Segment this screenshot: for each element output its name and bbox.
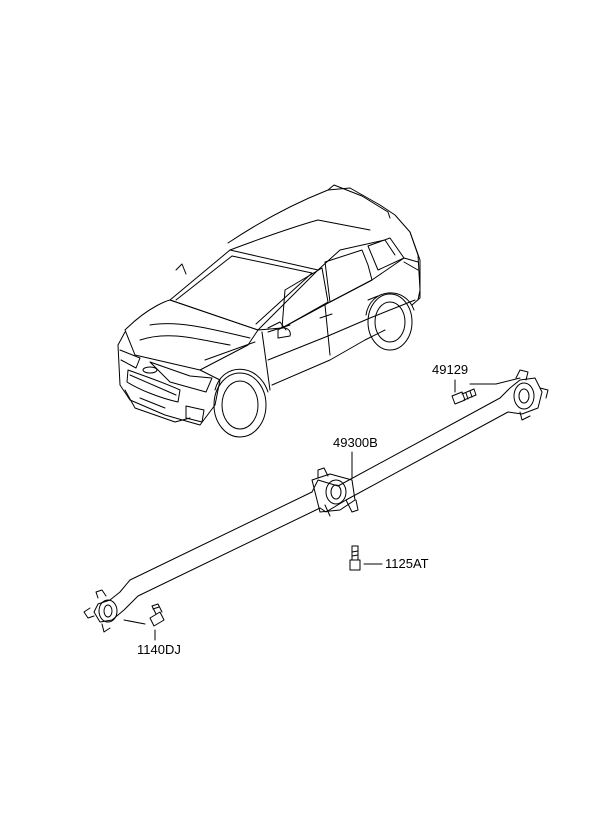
bolt-1125AT	[349, 545, 361, 571]
part-label-1140DJ: 1140DJ	[137, 642, 181, 657]
part-label-1125AT: 1125AT	[385, 556, 429, 571]
leader-lines	[123, 377, 521, 641]
part-label-49300B: 49300B	[333, 435, 378, 450]
bolt-1140DJ	[149, 603, 165, 627]
part-label-49129: 49129	[432, 362, 469, 377]
propeller-shaft	[83, 369, 549, 633]
car-illustration	[117, 184, 421, 438]
bolt-49129	[451, 388, 477, 405]
